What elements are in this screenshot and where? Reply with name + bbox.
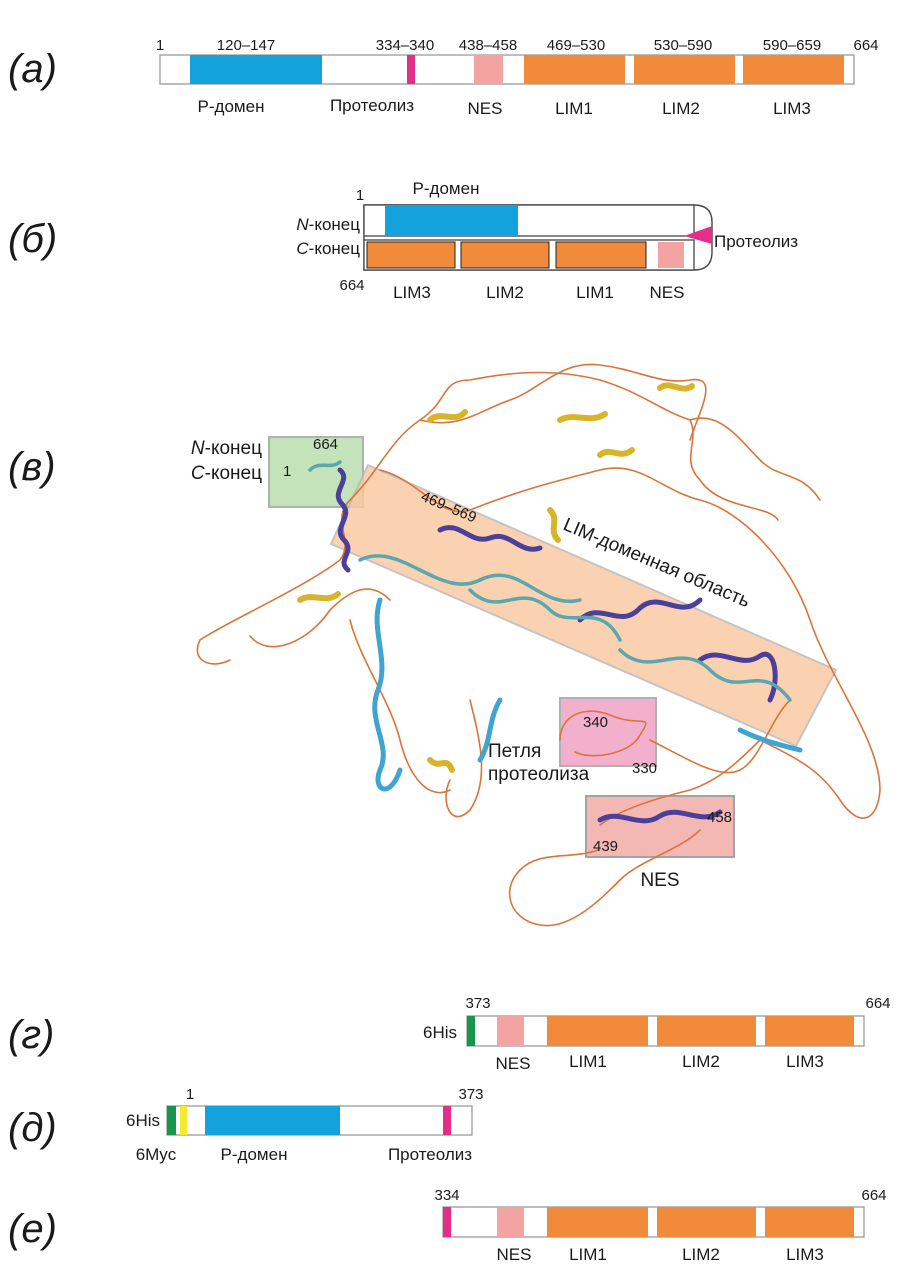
myc-tag-block-d: [180, 1106, 187, 1135]
proteolysis-loop-line2: протеолиза: [488, 764, 590, 785]
nes-box: [585, 795, 735, 858]
residue-start-d: 1: [186, 1086, 194, 1103]
lim3-block-b: [366, 241, 456, 269]
lim1-block-b: [555, 241, 647, 269]
panel-label-a: (а): [8, 47, 57, 91]
lim2-label-g: LIM2: [682, 1052, 720, 1071]
lim2-label-b: LIM2: [486, 283, 524, 302]
panel-g: (г) 373 664 6His NES LIM1 LIM2 LIM3: [8, 995, 891, 1073]
panel-b: (б) 1 Р-домен N-конец C-конец Протеолиз …: [8, 179, 798, 302]
proteolysis-loop-line1: Петля: [488, 741, 541, 762]
panel-label-g: (г): [8, 1013, 54, 1057]
proteolysis-label-a: Протеолиз: [330, 96, 414, 115]
residue-664-label: 664: [313, 436, 338, 453]
n-end-suffix: -конец: [205, 438, 262, 459]
his-tag-label-d: 6His: [126, 1111, 160, 1130]
residue-end-a: 664: [853, 37, 878, 54]
residue-start-a: 1: [156, 37, 164, 54]
panel-d: (д) 1 373 6His 6Myc Р-домен Протеолиз: [8, 1086, 484, 1164]
p-domain-block-d: [205, 1106, 340, 1135]
nes-range-a: 438–458: [459, 37, 517, 54]
proteolysis-label-d: Протеолиз: [388, 1145, 472, 1164]
lim1-block-g: [547, 1016, 648, 1046]
residue-start-e: 334: [434, 1187, 459, 1204]
termini-box: [268, 436, 364, 508]
proteolysis-site-b: [684, 226, 712, 244]
lim1-label-a: LIM1: [555, 99, 593, 118]
residue-end-d: 373: [458, 1086, 483, 1103]
nes-block-e: [497, 1207, 524, 1237]
nes-block-a: [474, 55, 503, 84]
lim1-block-a: [524, 55, 625, 84]
lim2-block-e: [657, 1207, 756, 1237]
lim2-block-b: [460, 241, 550, 269]
protein-ribbon: [196, 363, 881, 927]
nes-label-a: NES: [468, 99, 503, 118]
nes-label-g: NES: [496, 1054, 531, 1073]
nes-block-g: [497, 1016, 524, 1046]
p-domain-label-d: Р-домен: [221, 1145, 288, 1164]
residue-1-label: 1: [283, 463, 291, 480]
lim1-label-b: LIM1: [576, 283, 614, 302]
n-end-label-b: N-конец: [296, 215, 360, 234]
nes-458-label: 458: [707, 809, 732, 826]
panel-v: (в): [8, 363, 881, 927]
nes-label-e: NES: [497, 1245, 532, 1264]
p-domain-label-a: Р-домен: [198, 97, 265, 116]
panel-e: (е) 334 664 NES LIM1 LIM2 LIM3: [8, 1187, 887, 1264]
lim3-range-a: 590–659: [763, 37, 821, 54]
panel-label-e: (е): [8, 1207, 57, 1251]
lim3-block-e: [765, 1207, 854, 1237]
p-domain-range-a: 120–147: [217, 37, 275, 54]
lim1-range-a: 469–530: [547, 37, 605, 54]
loop-330-label: 330: [632, 760, 657, 777]
lim2-block-a: [634, 55, 735, 84]
lim3-label-b: LIM3: [393, 283, 431, 302]
panel-label-v: (в): [8, 445, 56, 489]
proteolysis-site-a: [407, 55, 415, 84]
lim3-label-g: LIM3: [786, 1052, 824, 1071]
nes-label-v: NES: [640, 870, 679, 891]
lim2-label-e: LIM2: [682, 1245, 720, 1264]
residue-start-b: 1: [356, 187, 364, 204]
panel-label-d: (д): [8, 1106, 57, 1150]
panel-a: (а) 1 120–147 334–340 438–458 469–530 53…: [8, 37, 879, 118]
proteolysis-range-a: 334–340: [376, 37, 434, 54]
nes-label-b: NES: [650, 283, 685, 302]
lim2-label-a: LIM2: [662, 99, 700, 118]
lim2-block-g: [657, 1016, 756, 1046]
loop-340-label: 340: [583, 714, 608, 731]
proteolysis-site-d: [443, 1106, 451, 1135]
residue-start-g: 373: [465, 995, 490, 1012]
his-tag-label-g: 6His: [423, 1023, 457, 1042]
myc-tag-label-d: 6Myc: [136, 1145, 177, 1164]
c-end-label-b: C-конец: [296, 239, 360, 258]
p-domain-label-b: Р-домен: [413, 179, 480, 198]
lim1-block-e: [547, 1207, 648, 1237]
c-end-suffix: -конец: [205, 463, 262, 484]
n-end-label-v: N-конец: [191, 438, 262, 459]
panel-label-b: (б): [8, 217, 57, 261]
his-tag-block-d: [167, 1106, 176, 1135]
p-domain-block-b: [385, 205, 518, 236]
nes-block-b: [658, 242, 684, 268]
lim3-label-a: LIM3: [773, 99, 811, 118]
proteolysis-site-e: [443, 1207, 451, 1237]
residue-end-g: 664: [865, 995, 890, 1012]
c-end-label-v: C-конец: [191, 463, 262, 484]
lim1-label-e: LIM1: [569, 1245, 607, 1264]
proteolysis-label-b: Протеолиз: [714, 232, 798, 251]
lim2-range-a: 530–590: [654, 37, 712, 54]
lim3-block-a: [743, 55, 844, 84]
lim1-label-g: LIM1: [569, 1052, 607, 1071]
his-tag-block-g: [467, 1016, 475, 1046]
nes-439-label: 439: [593, 838, 618, 855]
p-domain-block-a: [190, 55, 322, 84]
lim3-block-g: [765, 1016, 854, 1046]
residue-end-e: 664: [861, 1187, 886, 1204]
residue-end-b: 664: [339, 277, 364, 294]
lim3-label-e: LIM3: [786, 1245, 824, 1264]
